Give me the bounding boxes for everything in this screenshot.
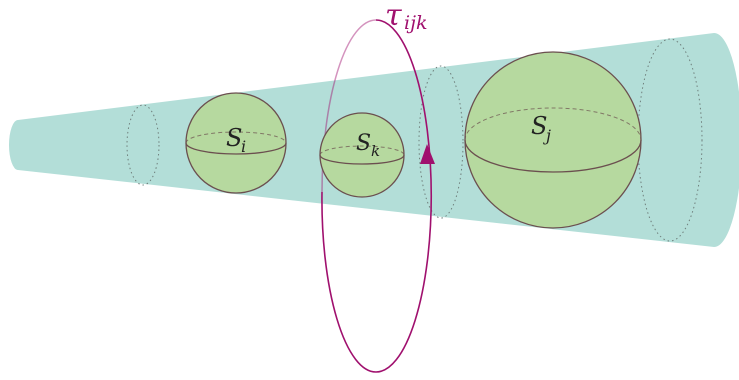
sphere-s-j-subscript: j [543, 126, 551, 145]
cross-section-1 [126, 104, 160, 186]
sphere-s-k-label: S [356, 131, 371, 156]
sphere-s-i: S i [185, 92, 287, 194]
cross-section-3 [637, 38, 703, 242]
loop-arrow-icon [420, 144, 435, 164]
sphere-s-k-subscript: k [371, 142, 380, 160]
loop-label: τ [385, 0, 402, 33]
loop-front-arc [321, 19, 433, 373]
loop-subscript: ijk [404, 12, 427, 34]
sphere-s-k: S k [319, 112, 405, 198]
sphere-s-j-label: S [531, 112, 547, 140]
sphere-s-i-label: S [226, 124, 242, 152]
sphere-s-j: S j [464, 51, 642, 229]
cross-section-2 [418, 65, 464, 219]
sphere-s-i-subscript: i [241, 137, 246, 156]
